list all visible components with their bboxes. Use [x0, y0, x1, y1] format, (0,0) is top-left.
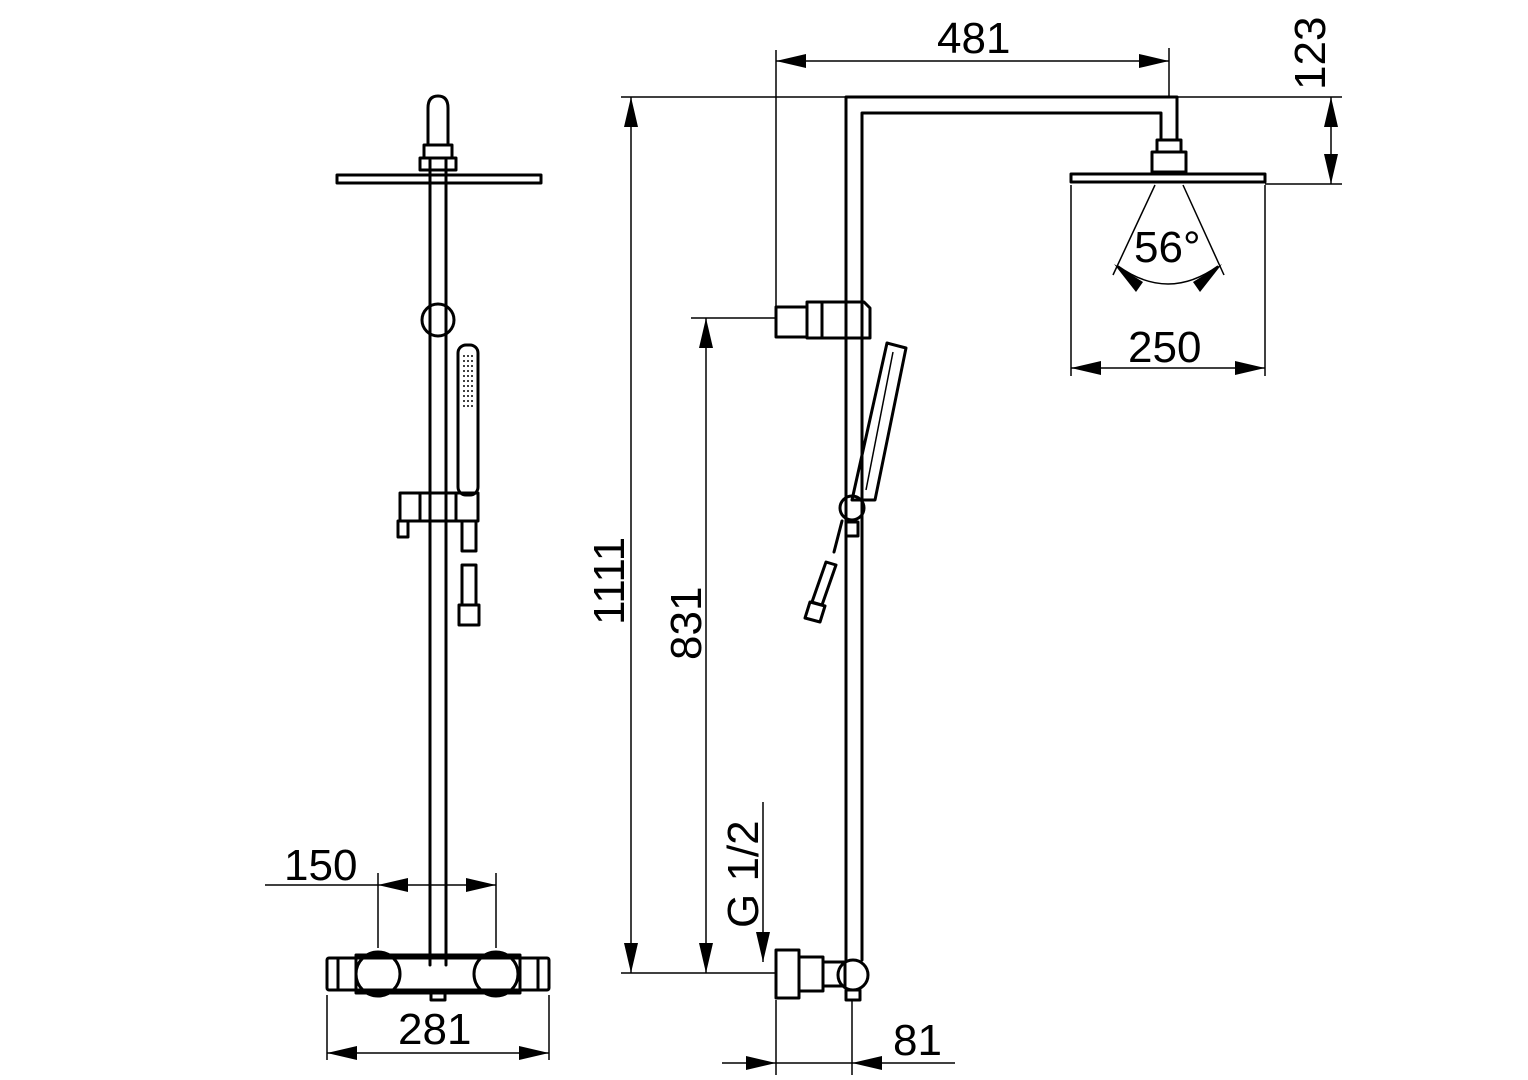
front-thermostat-center	[354, 953, 522, 995]
side-thermostat-knob	[836, 958, 870, 992]
side-hand-shower	[850, 341, 908, 502]
dim-hand-holder-height: 831	[662, 587, 711, 660]
front-slider-knob	[420, 302, 456, 338]
dim-arm-projection: 481	[937, 14, 1010, 63]
front-hose-connector-bottom	[457, 603, 481, 627]
front-overhead-shower-head	[335, 173, 543, 185]
dim-1111-arrow-top	[624, 97, 638, 127]
side-riser-arm-outer	[844, 95, 1179, 962]
side-eccentric	[797, 955, 825, 993]
dim-250-arrow-left	[1071, 361, 1101, 375]
front-inlet-right	[472, 950, 520, 998]
side-outlet	[844, 988, 862, 1002]
side-riser-arm-inner	[860, 111, 1163, 962]
spray-line-left	[1112, 184, 1156, 276]
dim-spray-angle: 56°	[1134, 223, 1201, 272]
front-hose-pipe	[460, 563, 478, 607]
side-thermostat-neck	[821, 960, 847, 988]
side-view: 56° 250 481 123	[585, 14, 1342, 1075]
spray-arrow-left	[1114, 264, 1143, 292]
front-inlet-left	[354, 950, 402, 998]
dim-overall-height: 1111	[585, 537, 634, 625]
dim-1111-arrow-bottom	[624, 943, 638, 973]
side-holder-knob	[838, 494, 866, 522]
dim-head-drop: 123	[1286, 17, 1335, 90]
dim-head-diameter: 250	[1128, 323, 1201, 372]
side-holder-clip	[844, 520, 860, 538]
front-holder-lever	[396, 519, 410, 539]
dim-250-arrow-right	[1235, 361, 1265, 375]
side-slider-cap	[774, 305, 809, 339]
dim-831-arrow-bottom	[699, 943, 713, 973]
front-hand-shower-holder	[398, 491, 480, 523]
spray-line-right	[1182, 184, 1225, 276]
side-hose-top	[832, 519, 844, 554]
side-head-nut	[1150, 150, 1188, 174]
side-overhead-shower-head	[1069, 172, 1267, 184]
dim-831-arrow-top	[699, 318, 713, 348]
dim-inlet-spacing: 150	[284, 841, 357, 890]
dim-281-arrow-right	[519, 1046, 549, 1060]
dim-481-arrow-right	[1139, 54, 1169, 68]
front-head-joint	[422, 143, 454, 160]
side-slider-body	[805, 300, 872, 340]
side-head-joint	[1155, 138, 1183, 154]
front-hand-shower	[456, 343, 480, 497]
front-outlet	[429, 988, 447, 1002]
spray-arrow-right	[1193, 264, 1222, 292]
dim-g12-arrow	[756, 932, 770, 962]
front-view: 150 281	[265, 94, 551, 1060]
dim-inlet-thread: G 1/2	[719, 820, 768, 928]
dim-wall-offset: 81	[893, 1016, 942, 1065]
dim-150-arrow-right	[466, 878, 496, 892]
front-head-nut	[418, 156, 458, 172]
front-top-neck	[426, 94, 450, 147]
front-hand-shower-nozzles	[463, 355, 473, 410]
dim-81-arrow-left	[746, 1056, 776, 1070]
dim-481-arrow-left	[776, 54, 806, 68]
side-hose-connector	[803, 600, 827, 624]
side-hose-pipe	[810, 560, 838, 607]
dim-123-arrow-top	[1324, 97, 1338, 127]
front-hose-connector-top	[460, 519, 478, 553]
dim-150-arrow-left	[378, 878, 408, 892]
dim-thermostat-width: 281	[398, 1005, 471, 1054]
dim-281-arrow-left	[327, 1046, 357, 1060]
dim-81-arrow-right	[852, 1056, 882, 1070]
dim-123-arrow-bottom	[1324, 154, 1338, 184]
spray-angle-arc	[1117, 265, 1219, 285]
side-wall-flange	[774, 948, 801, 1000]
